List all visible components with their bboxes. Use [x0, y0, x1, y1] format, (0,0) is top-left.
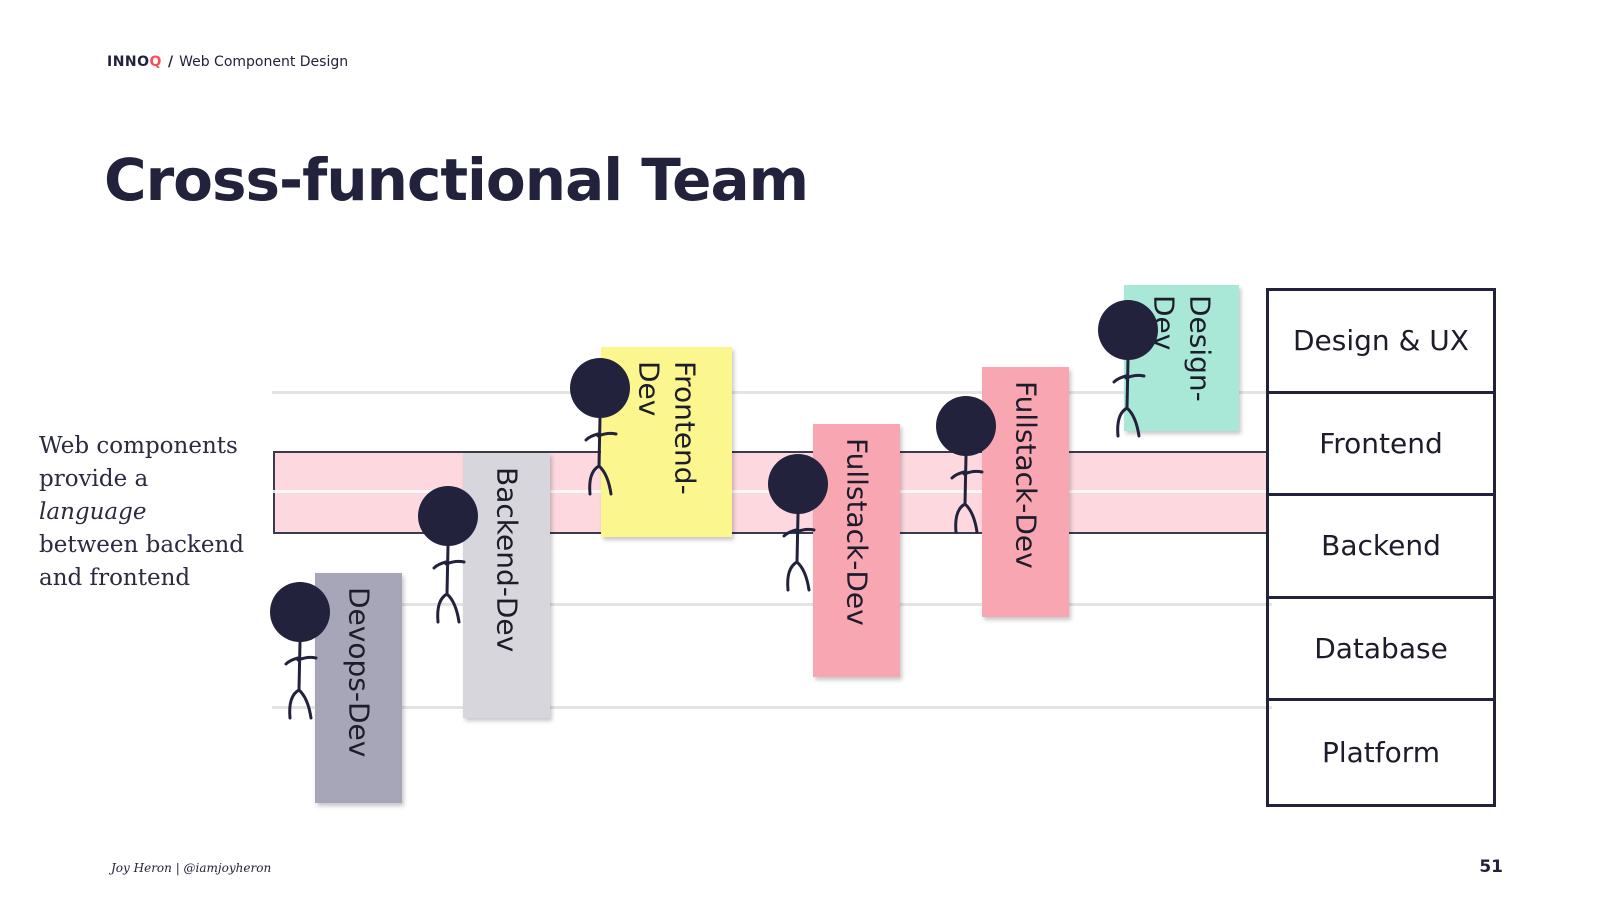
footer-author: Joy Heron | @iamjoyheron	[111, 861, 272, 875]
note-label: Fullstack-Dev	[1009, 381, 1043, 569]
innoq-logo: INNOQ	[107, 54, 162, 70]
guide-line-database	[272, 706, 1272, 709]
layer-stack: Design & UX Frontend Backend Database Pl…	[1266, 288, 1496, 807]
sticky-note-frontend: Frontend- Dev	[601, 347, 732, 537]
sticky-note-fullstack-2: Fullstack-Dev	[982, 367, 1069, 617]
layer-platform: Platform	[1321, 736, 1441, 770]
stick-figure-backend-icon	[418, 486, 478, 624]
layer-design-ux: Design & UX	[1269, 291, 1493, 394]
slide-title: Cross-functional Team	[104, 146, 809, 214]
header-brand: INNOQ / Web Component Design	[107, 54, 348, 70]
brand-separator: /	[167, 54, 174, 70]
guide-line-backend	[272, 603, 1272, 606]
layer-frontend: Frontend	[1269, 394, 1493, 497]
note-label: Frontend- Dev	[632, 361, 702, 495]
stick-figure-devops-icon	[270, 582, 330, 720]
note-label: Backend-Dev	[490, 467, 524, 653]
layer-backend: Backend	[1269, 496, 1493, 599]
sticky-note-fullstack-1: Fullstack-Dev	[813, 424, 900, 677]
note-label: Fullstack-Dev	[840, 438, 874, 626]
stick-figure-design-icon	[1098, 300, 1158, 438]
presentation-subtitle: Web Component Design	[179, 54, 349, 70]
note-label: Devops-Dev	[342, 587, 376, 758]
stick-figure-fullstack-1-icon	[768, 454, 828, 592]
stick-figure-frontend-icon	[570, 358, 630, 496]
page-number: 51	[1479, 857, 1503, 877]
guide-line-design	[272, 391, 1272, 394]
side-caption: Web components provide a language betwee…	[39, 433, 245, 591]
stick-figure-fullstack-2-icon	[936, 396, 996, 534]
sticky-note-backend: Backend-Dev	[463, 453, 550, 718]
layer-database: Database	[1269, 599, 1493, 702]
